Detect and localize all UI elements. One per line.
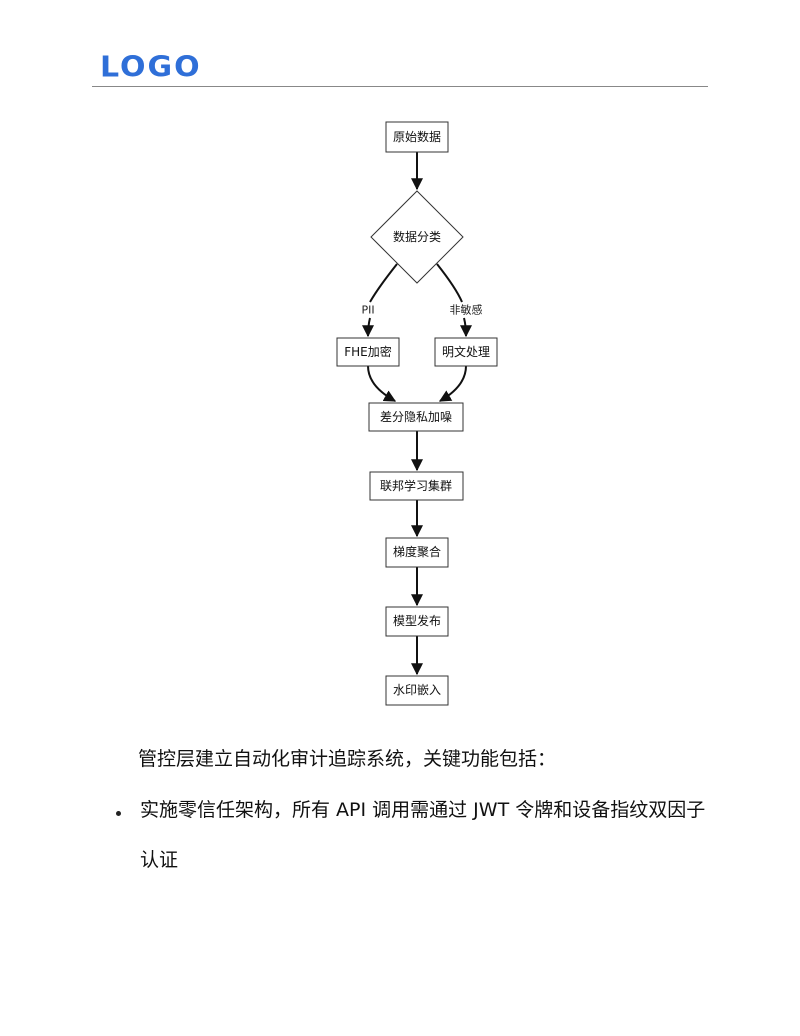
bullet-marker xyxy=(116,811,121,816)
edge-plaintext-to-dp xyxy=(438,365,467,402)
node-watermark-embed: 水印嵌入 xyxy=(385,675,449,706)
intro-paragraph: 管控层建立自动化审计追踪系统，关键功能包括： xyxy=(138,748,557,770)
svg-text:模型发布: 模型发布 xyxy=(393,613,441,628)
node-dp-noise: 差分隐私加噪 xyxy=(368,402,464,432)
node-classify-decision: 数据分类 xyxy=(370,190,464,284)
node-fhe-encrypt: FHE加密 xyxy=(336,337,400,367)
svg-text:差分隐私加噪: 差分隐私加噪 xyxy=(380,410,452,424)
node-model-release: 模型发布 xyxy=(385,606,449,637)
edge-classify-to-fhe xyxy=(368,263,398,336)
svg-text:数据分类: 数据分类 xyxy=(393,229,441,244)
company-logo: LOGO xyxy=(100,50,202,85)
header-divider xyxy=(92,86,708,87)
svg-text:明文处理: 明文处理 xyxy=(442,344,490,359)
node-federated-cluster: 联邦学习集群 xyxy=(369,471,464,501)
edge-label-non-sensitive: 非敏感 xyxy=(450,303,483,317)
svg-text:原始数据: 原始数据 xyxy=(393,129,441,144)
node-plaintext-process: 明文处理 xyxy=(434,337,498,367)
node-gradient-aggregate: 梯度聚合 xyxy=(385,537,449,568)
svg-text:水印嵌入: 水印嵌入 xyxy=(393,683,441,697)
edge-classify-to-plaintext xyxy=(436,263,466,336)
flowchart-diagram: PII 非敏感 原始数据 数据分类 FHE加密 明文处理 差分隐私加噪 联邦学习… xyxy=(336,121,498,706)
bullet-item: 实施零信任架构，所有 API 调用需通过 JWT 令牌和设备指纹双因子认证 xyxy=(140,799,706,871)
svg-text:FHE加密: FHE加密 xyxy=(344,344,392,359)
edge-label-pii: PII xyxy=(361,304,374,317)
svg-text:梯度聚合: 梯度聚合 xyxy=(393,544,441,559)
edge-fhe-to-dp xyxy=(367,365,397,402)
node-raw-data: 原始数据 xyxy=(385,121,449,153)
svg-text:联邦学习集群: 联邦学习集群 xyxy=(380,478,452,493)
